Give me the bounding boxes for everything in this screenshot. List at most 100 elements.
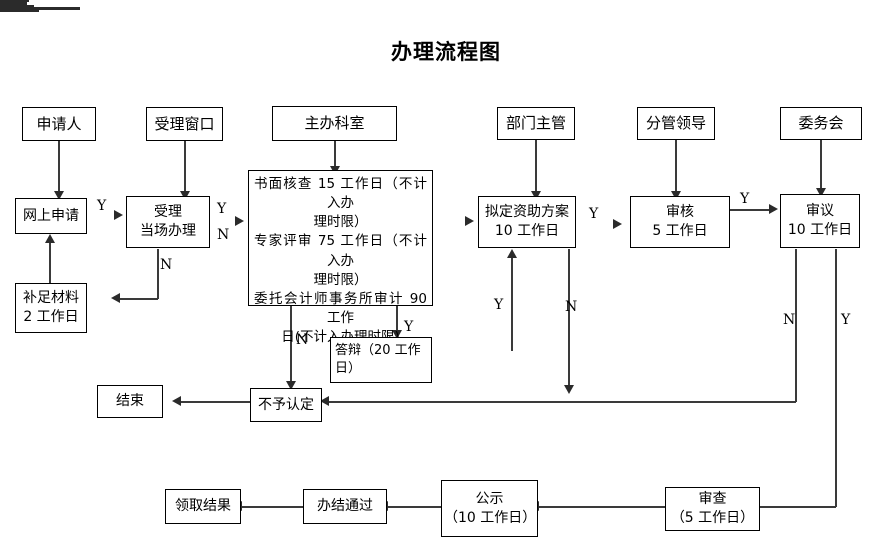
arrowhead-applicant-down (54, 191, 64, 200)
arrowhead-accept-left (111, 293, 120, 303)
node-reject: 不予认定 (250, 388, 322, 422)
connector-reject-to-end (180, 401, 250, 403)
node-end: 结束 (97, 385, 163, 418)
review-line-2: 理时限） (313, 214, 368, 231)
node-line-1: 审核 (666, 204, 694, 221)
node-line-1: 受理 (154, 204, 182, 221)
edge-label-defense-plan-y: Y (494, 297, 504, 313)
connector-review-down-y (396, 306, 398, 334)
node-line-1: 网上申请 (23, 207, 79, 224)
edge-label-accept-reject-n: N (160, 257, 173, 273)
page-title: 办理流程图 (391, 40, 501, 64)
connector-reject-bus (328, 401, 796, 403)
arrowhead-apply-to-accept (114, 210, 123, 220)
lane-label: 申请人 (36, 114, 82, 133)
edge-label-deliberate-n: N (783, 312, 796, 328)
node-line-2: 日） (335, 361, 362, 376)
connector-deliberate-down-y (835, 249, 837, 507)
arrowhead-check-to-deliberate (769, 204, 778, 214)
arrowhead-defense-up (507, 249, 517, 258)
edge-label-accept-n: N (217, 227, 230, 243)
arrowhead-reject-to-end (172, 396, 181, 406)
node-line-2: （10 工作日） (444, 509, 537, 526)
lane-header-window: 受理窗口 (146, 107, 223, 141)
node-supplement: 补足材料 2 工作日 (15, 283, 87, 333)
node-line-1: 审查 (698, 491, 727, 508)
node-line-1: 领取结果 (175, 498, 231, 515)
node-line-1: 办结通过 (317, 498, 373, 515)
edge-label-check-deliberate-y: Y (740, 191, 750, 207)
lane-header-committee: 委务会 (780, 107, 862, 140)
arrowhead-plan-down-n (564, 385, 574, 394)
arrowhead-reject-bus (320, 396, 329, 406)
node-line-1: 补足材料 (23, 290, 79, 307)
arrowhead-leader-down (671, 191, 681, 200)
node-line-1: 结束 (116, 393, 144, 410)
edge-label-review-defense-y: Y (404, 319, 414, 335)
connector-accept-left (119, 298, 158, 300)
node-check: 审核 5 工作日 (630, 196, 730, 248)
node-publicity: 公示 （10 工作日） (441, 480, 538, 537)
node-line-2: （5 工作日） (670, 510, 755, 526)
connector-review-down-n (290, 306, 292, 384)
node-line-2: 2 工作日 (23, 309, 79, 325)
connector-plan-to-check (0, 9, 39, 12)
node-line-1: 拟定资助方案 (485, 204, 569, 221)
review-line-4: 理时限） (313, 271, 368, 288)
lane-label: 受理窗口 (154, 114, 215, 133)
review-line-1: 书面核查 15 工作日（不计入办 (254, 176, 427, 212)
lane-label: 分管领导 (645, 114, 706, 133)
node-line-1: 公示 (475, 490, 504, 507)
lane-label: 委务会 (798, 114, 844, 133)
node-line-2: 10 工作日 (494, 223, 560, 239)
connector-supervisor-down (535, 140, 537, 195)
connector-done-to-collect (241, 506, 304, 508)
arrowhead-supplement-up (45, 234, 55, 243)
edge-label-apply-to-accept: Y (97, 198, 107, 214)
connector-check-to-deliberate (730, 209, 772, 211)
arrowhead-committee-down (816, 188, 826, 197)
lane-header-applicant: 申请人 (22, 107, 96, 141)
node-done: 办结通过 (303, 489, 387, 524)
lane-header-supervisor: 部门主管 (497, 107, 575, 140)
node-deliberate: 审议 10 工作日 (780, 194, 860, 248)
arrowhead-plan-to-check (613, 219, 622, 229)
node-line-2: 5 工作日 (652, 223, 708, 239)
arrowhead-review-down-n (286, 381, 296, 390)
node-line-1: 审议 (806, 203, 834, 220)
arrowhead-supervisor-down (531, 191, 541, 200)
connector-accept-to-review (0, 2, 27, 5)
review-line-3: 专家评审 75 工作日（不计入办 (254, 233, 427, 269)
connector-committee-down (820, 140, 822, 192)
node-line-1: 答辩（20 工作 (335, 343, 421, 359)
edge-label-plan-check-y: Y (589, 206, 599, 222)
connector-applicant-down (58, 141, 60, 194)
connector-department-down (334, 141, 336, 171)
node-line-2: 当场办理 (140, 223, 196, 239)
edge-label-accept-y: Y (217, 201, 227, 217)
lane-label: 部门主管 (505, 114, 566, 133)
connector-plan-down-n (568, 249, 570, 389)
node-collect: 领取结果 (165, 489, 241, 524)
node-line-2: 10 工作日 (787, 222, 853, 238)
lane-header-department: 主办科室 (272, 106, 397, 141)
arrowhead-accept-to-review (235, 216, 244, 226)
node-review-box: 书面核查 15 工作日（不计入办 理时限） 专家评审 75 工作日（不计入办 理… (248, 170, 433, 345)
connector-publicity-to-done (387, 506, 442, 508)
connector-deliberate-down-n (795, 249, 797, 402)
connector-review-to-plan (0, 4, 34, 8)
node-accept: 受理 当场办理 (126, 196, 210, 248)
lane-label: 主办科室 (304, 114, 365, 133)
review-line-5: 委托会计师事务所审计 90 工作 (254, 290, 427, 327)
arrowhead-review-down-y (392, 330, 402, 339)
arrowhead-window-down (180, 191, 190, 200)
node-plan: 拟定资助方案 10 工作日 (478, 196, 576, 248)
connector-defense-right (0, 7, 80, 10)
edge-label-review-reject-n: N (296, 332, 309, 348)
connector-supplement-up (49, 243, 51, 284)
edge-label-plan-reject-n: N (565, 299, 578, 315)
node-online-apply: 网上申请 (15, 198, 87, 234)
node-inspect: 审查 （5 工作日） (665, 487, 760, 531)
node-defense: 答辩（20 工作 日） (330, 337, 432, 383)
